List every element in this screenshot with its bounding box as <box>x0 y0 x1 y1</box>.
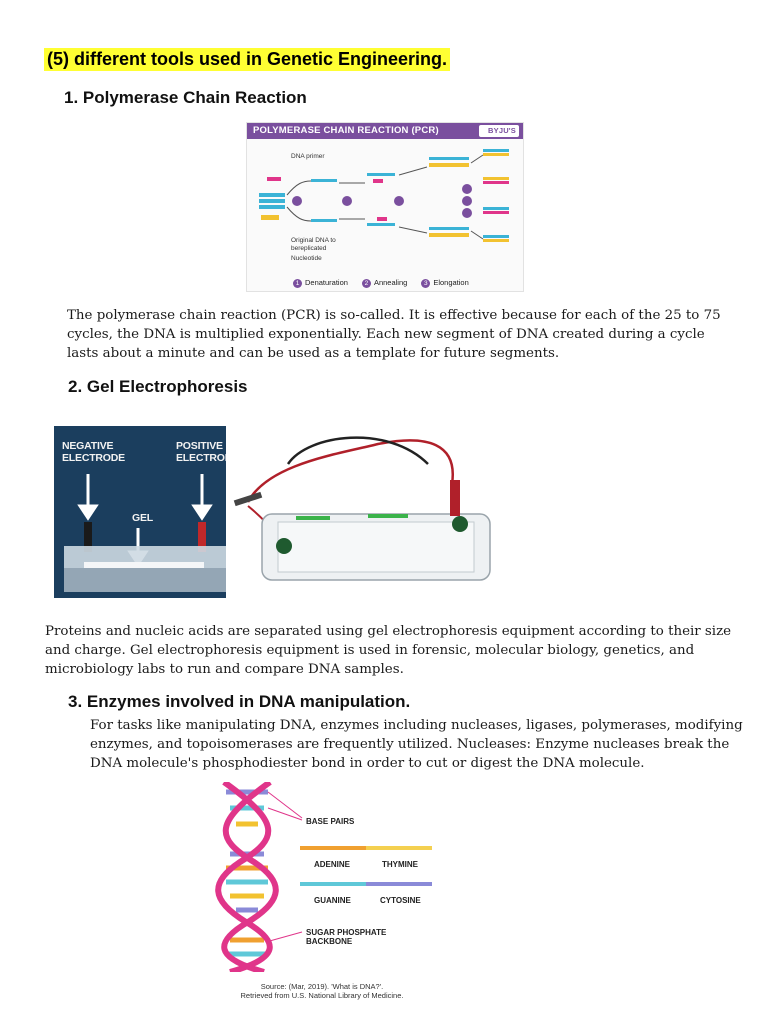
pcr-header-text: POLYMERASE CHAIN REACTION (PCR) <box>253 125 439 136</box>
gel-label: GEL <box>132 512 153 524</box>
negative-electrode-label: NEGATIVE ELECTRODE <box>62 440 125 464</box>
section-heading-enzymes: 3. Enzymes involved in DNA manipulation. <box>68 692 411 711</box>
positive-electrode-label: POSITIVE ELECTRODE <box>176 440 226 464</box>
cytosine-label: CYTOSINE <box>380 896 421 905</box>
adenine-label: ADENINE <box>314 860 351 869</box>
guanine-label: GUANINE <box>314 896 351 905</box>
label-dna-primer: DNA primer <box>291 153 325 160</box>
gel-paragraph: Proteins and nucleic acids are separated… <box>45 624 732 677</box>
gel-tank-illustration <box>233 436 491 581</box>
label-original-dna: Original DNA to bereplicated <box>291 237 336 252</box>
label-nucleotide: Nucleotide <box>291 255 322 262</box>
gel-apparatus-photo <box>228 414 492 604</box>
figure-source-caption: Source: (Mar, 2019). 'What is DNA?'. Ret… <box>236 982 408 1000</box>
section-heading-gel: 2. Gel Electrophoresis <box>68 377 248 396</box>
dna-helix-illustration <box>215 779 432 975</box>
section-heading-pcr: 1. Polymerase Chain Reaction <box>64 88 307 107</box>
base-pairs-label: BASE PAIRS <box>306 817 355 826</box>
thymine-label: THYMINE <box>382 860 418 869</box>
pcr-paragraph: The polymerase chain reaction (PCR) is s… <box>67 308 721 361</box>
original-dna-strands <box>259 177 285 220</box>
gel-apparatus-illustration <box>64 474 226 592</box>
source-line-2: Retrieved from U.S. National Library of … <box>240 991 404 1000</box>
gel-electrophoresis-diagram: NEGATIVE ELECTRODE POSITIVE ELECTRODE GE… <box>54 426 226 598</box>
byjus-logo: BYJU'S <box>479 125 519 137</box>
dna-structure-diagram: BASE PAIRS ADENINE THYMINE GUANINE CYTOS… <box>210 779 440 975</box>
pcr-illustration <box>259 149 509 242</box>
document-title: (5) different tools used in Genetic Engi… <box>44 48 451 71</box>
sugar-phosphate-backbone-label: SUGAR PHOSPHATE BACKBONE <box>306 928 387 946</box>
enzymes-paragraph: For tasks like manipulating DNA, enzymes… <box>90 718 743 771</box>
source-line-1: Source: (Mar, 2019). 'What is DNA?'. <box>260 982 384 991</box>
pcr-diagram: POLYMERASE CHAIN REACTION (PCR) BYJU'S <box>246 122 524 292</box>
pcr-diagram-header: POLYMERASE CHAIN REACTION (PCR) BYJU'S <box>247 123 523 139</box>
